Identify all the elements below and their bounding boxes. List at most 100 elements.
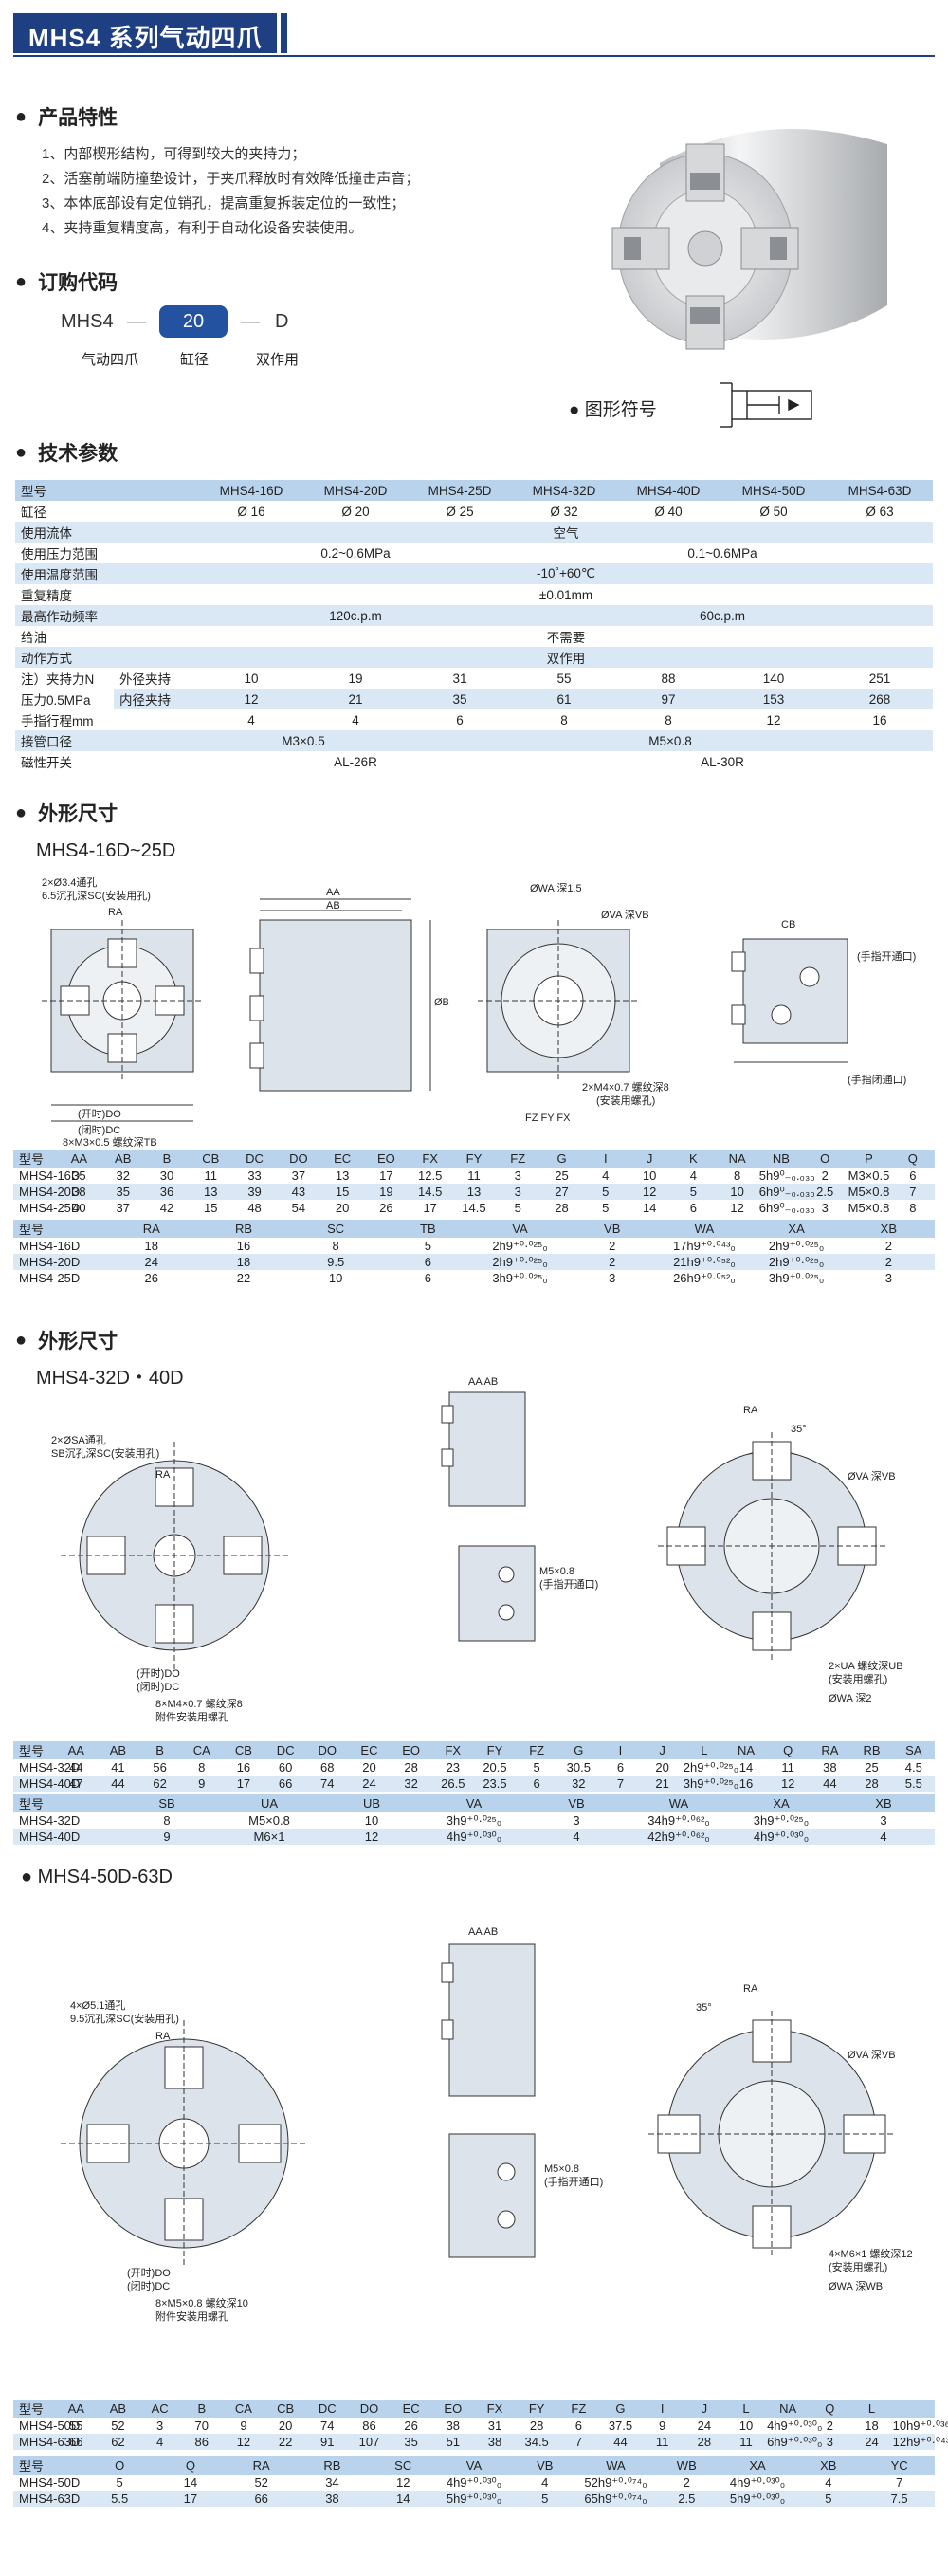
table-cell: 5: [793, 2491, 865, 2507]
table-cell: 5: [381, 1238, 474, 1254]
table-header-cell: SC: [289, 1220, 382, 1238]
note-text: 8×M4×0.7 螺纹深8: [155, 1697, 243, 1710]
table-header-cell: G: [557, 1741, 600, 1759]
svg-text:AA: AA: [326, 887, 340, 898]
table-cell: 41: [97, 1759, 139, 1776]
table-cell: 55: [55, 2418, 98, 2434]
table-cell: 66: [55, 2434, 98, 2450]
table-cell: 9: [116, 1829, 218, 1845]
table-cell: 2.5: [803, 1184, 848, 1200]
note-text: (闭时)DC: [137, 1681, 179, 1693]
table-header-cell: RB: [197, 1220, 290, 1238]
bullet-icon: ●: [21, 1867, 38, 1887]
bullet-icon: ●: [15, 270, 27, 292]
table-cell: 5: [583, 1200, 628, 1216]
table-cell: Ø 32: [512, 501, 616, 522]
note-text: (手指开通口): [539, 1577, 598, 1591]
table-cell: 30: [144, 1168, 190, 1184]
table-cell: 4: [138, 2434, 181, 2450]
note-text: 4×M6×1 螺纹深12: [829, 2247, 913, 2260]
table-cell: 28: [539, 1200, 584, 1216]
table-cell: 60: [264, 1759, 307, 1776]
table-cell: 74: [306, 1776, 349, 1792]
table-cell: 6: [557, 2418, 600, 2434]
table-cell: MHS4-50D: [13, 2475, 84, 2491]
table-cell: 48: [232, 1200, 277, 1216]
table-cell: 66: [226, 2491, 298, 2507]
table-header-cell: RB: [297, 2456, 368, 2475]
table-header-cell: AB: [97, 2400, 139, 2418]
table-cell: 26: [390, 2418, 432, 2434]
table-cell: 55: [512, 668, 616, 689]
table-cell: 17: [155, 2491, 227, 2507]
table-cell: AL-26R: [199, 751, 512, 772]
table-cell: 16: [827, 709, 933, 730]
table-cell: 2h9⁺⁰·⁰²⁵₀: [473, 1238, 567, 1254]
table-cell: 52h9⁺⁰·⁰⁷⁴₀: [580, 2475, 651, 2491]
table-header-cell: EC: [319, 1150, 365, 1168]
table-cell: 140: [720, 668, 827, 689]
table-header-cell: J: [627, 1150, 672, 1168]
order-label-suffix: 双作用: [256, 352, 300, 368]
table-cell: 21: [641, 1776, 684, 1792]
table-cell: 24: [348, 1776, 391, 1792]
table-cell: 12: [199, 689, 303, 709]
table-cell: 52: [226, 2475, 298, 2491]
table-cell: MHS4-40D: [13, 1829, 116, 1845]
table-cell: MHS4-20D: [13, 1254, 106, 1270]
bullet-icon: ●: [15, 441, 27, 463]
table-cell: 28: [683, 2434, 725, 2450]
table-cell: MHS4-16D: [199, 480, 303, 501]
table-cell: MHS4-25D: [13, 1200, 80, 1216]
table-cell: 24: [105, 1254, 198, 1270]
svg-text:ØB: ØB: [434, 997, 449, 1008]
table-cell: 使用流体: [15, 522, 199, 543]
table-cell: 8: [180, 1759, 223, 1776]
table-cell: 7: [599, 1776, 642, 1792]
table-cell: 4h9⁺⁰·⁰³⁰₀: [730, 1829, 832, 1845]
table-cell: 11: [724, 2434, 768, 2450]
order-suffix: D: [275, 311, 289, 332]
table-header-cell: AA: [55, 1741, 98, 1759]
table-header-cell: I: [599, 1741, 642, 1759]
table-cell: M5×0.8: [218, 1812, 320, 1829]
note-text: (闭时)DC: [78, 1124, 120, 1136]
table-cell: 2: [842, 1254, 935, 1270]
table-header-cell: CB: [189, 1150, 233, 1168]
table-row: 注）夹持力N 外径夹持 10 19 31 55 88 140 251: [15, 668, 933, 689]
table-cell: 28: [850, 1776, 893, 1792]
order-label-code: 缸径: [180, 352, 210, 368]
table-header-cell: CA: [222, 2400, 265, 2418]
table-cell: 3h9⁺⁰·⁰²⁵₀: [683, 1776, 739, 1792]
table-cell: 97: [616, 689, 720, 709]
note-text: (开时)DO: [78, 1108, 121, 1120]
table-cell: 5h9⁺⁰·⁰³⁰₀: [721, 2491, 793, 2507]
table-cell: 38: [809, 1759, 851, 1776]
table-cell: 32: [557, 1776, 600, 1792]
table-cell: 16: [197, 1238, 290, 1254]
table-cell: 30.5: [557, 1759, 600, 1776]
table-header-cell: P: [847, 1150, 891, 1168]
table-cell: 注）夹持力N: [15, 668, 114, 689]
note-text: 4×Ø5.1通孔: [70, 1999, 125, 2012]
table-cell: 2h9⁺⁰·⁰²⁵₀: [473, 1254, 567, 1270]
model-range-label: MHS4-50D-63D: [37, 1867, 173, 1887]
order-prefix: MHS4: [61, 311, 114, 332]
table-row: 磁性开关 AL-26R AL-30R: [15, 751, 933, 772]
table-cell: 22: [264, 2434, 307, 2450]
note-text: ØWA 深WB: [829, 2280, 883, 2292]
table-cell: 20: [641, 1759, 684, 1776]
table-cell: 153: [720, 689, 827, 709]
table-header-cell: 型号: [13, 1794, 116, 1812]
table-cell: 12: [627, 1184, 672, 1200]
table-header-cell: B: [180, 2400, 223, 2418]
